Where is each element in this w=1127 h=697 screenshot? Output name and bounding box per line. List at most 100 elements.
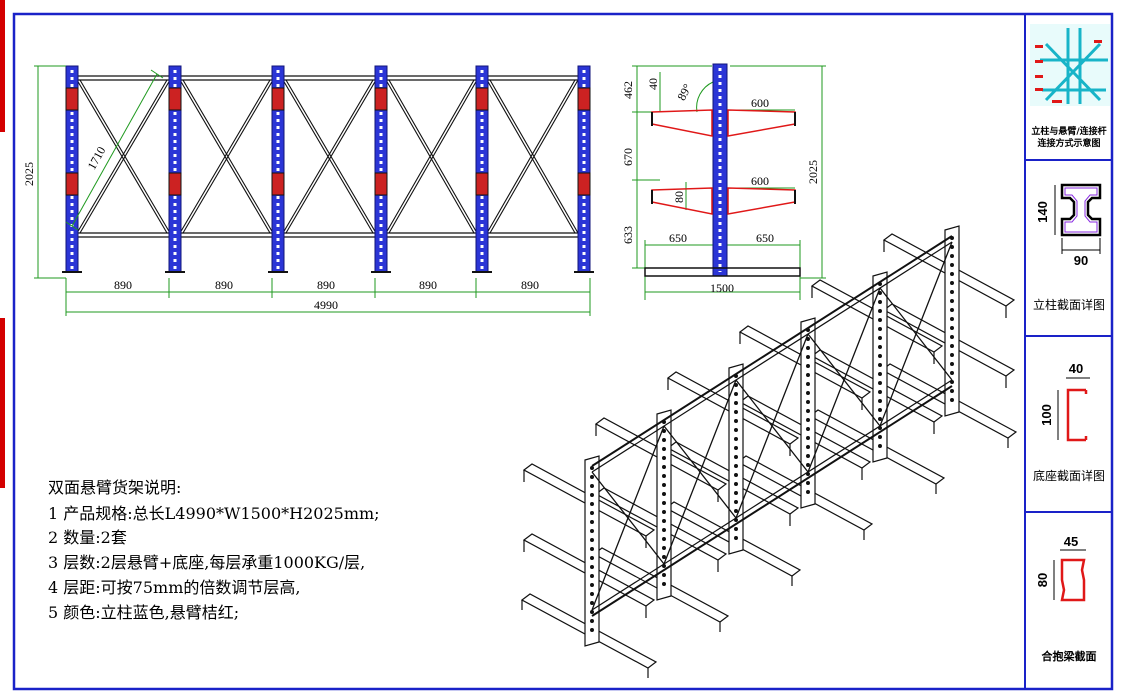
iso-upright-hole (949, 254, 954, 259)
iso-upright-hole (661, 456, 666, 461)
iso-upright-hole (733, 392, 738, 397)
iso-upright-hole (805, 454, 810, 459)
side-arm-upper (651, 109, 796, 137)
iso-upright-hole (733, 401, 738, 406)
iso-upright-hole (805, 355, 810, 360)
iso-upright-hole (733, 509, 738, 514)
iso-cross-brace (735, 333, 809, 519)
dim-top-gap: 462 (621, 81, 635, 99)
upright-6 (577, 65, 591, 273)
dim-bay-5: 890 (521, 278, 539, 292)
iso-upright-hole (877, 309, 882, 314)
iso-upright-hole (589, 493, 594, 498)
dim-bay-3: 890 (317, 278, 335, 292)
iso-upright-hole (661, 474, 666, 479)
iso-upright-hole (733, 526, 738, 531)
iso-upright-hole (805, 436, 810, 441)
iso-upright-hole (589, 484, 594, 489)
iso-upright-hole (589, 466, 594, 471)
iso-upright-hole (589, 528, 594, 533)
iso-upright-hole (949, 371, 954, 376)
iso-upright-hole (661, 483, 666, 488)
note-line-5: 5 颜色:立柱蓝色,悬臂桔红; (48, 603, 240, 622)
iso-upright-hole (949, 362, 954, 367)
dim-bay-1: 890 (114, 278, 132, 292)
brace-section-drawing (1053, 549, 1086, 602)
iso-upright-hole (877, 300, 882, 305)
upright-section-height: 140 (1035, 201, 1050, 223)
iso-upright-hole (805, 409, 810, 414)
iso-upright-hole (805, 364, 810, 369)
iso-upright-hole (877, 363, 882, 368)
iso-upright-hole (661, 572, 666, 577)
upright-4 (374, 65, 388, 273)
iso-upright-hole (805, 373, 810, 378)
dim-angle: 89° (674, 81, 694, 103)
iso-upright-hole (733, 410, 738, 415)
side-upright (712, 63, 728, 277)
base-section-width: 40 (1069, 361, 1083, 376)
iso-bottom-beam-edge (591, 379, 953, 611)
iso-upright-hole (877, 327, 882, 332)
brace-section-width: 45 (1064, 534, 1078, 549)
iso-upright-hole (589, 511, 594, 516)
iso-upright-hole (733, 455, 738, 460)
connection-caption-line-1: 立柱与悬臂/连接杆 (1031, 127, 1107, 137)
base-section-caption: 底座截面详图 (1032, 469, 1105, 483)
upright-2 (168, 65, 182, 273)
connection-detail (1030, 24, 1110, 106)
upright-section-drawing (1054, 183, 1102, 254)
isometric-view (520, 225, 1018, 678)
front-dimension-lines (34, 65, 591, 316)
iso-upright-hole (877, 435, 882, 440)
note-line-2: 2 数量:2套 (48, 528, 127, 547)
dim-front-height: 2025 (22, 162, 36, 186)
iso-upright-hole (877, 399, 882, 404)
iso-upright-hole (805, 427, 810, 432)
iso-cross-brace (663, 379, 737, 565)
iso-upright-hole (805, 463, 810, 468)
dim-bay-4: 890 (419, 278, 437, 292)
iso-upright-hole (733, 473, 738, 478)
iso-upright-hole (733, 535, 738, 540)
iso-upright-hole (589, 475, 594, 480)
iso-upright-hole (661, 527, 666, 532)
iso-cross-brace (807, 287, 881, 473)
iso-upright-hole (877, 372, 882, 377)
iso-upright-hole (949, 299, 954, 304)
iso-upright-hole (589, 502, 594, 507)
iso-upright-hole (949, 335, 954, 340)
iso-upright-hole (589, 519, 594, 524)
iso-upright-hole (949, 353, 954, 358)
iso-upright-hole (589, 618, 594, 623)
iso-bottom-beam (591, 385, 953, 617)
iso-upright-hole (733, 437, 738, 442)
iso-upright-hole (805, 382, 810, 387)
iso-upright-hole (589, 582, 594, 587)
base-section-drawing (1057, 377, 1090, 442)
iso-upright-hole (661, 554, 666, 559)
iso-upright-hole (877, 417, 882, 422)
iso-upright-hole (589, 564, 594, 569)
upright-section-caption: 立柱截面详图 (1032, 298, 1105, 312)
iso-upright-hole (661, 438, 666, 443)
note-line-1: 1 产品规格:总长L4990*W1500*H2025mm; (48, 504, 380, 523)
sheet-border (12, 12, 1114, 691)
iso-upright-hole (877, 318, 882, 323)
left-edge-marker-bottom (0, 318, 5, 488)
dim-base-left: 650 (669, 231, 687, 245)
iso-upright-hole (733, 446, 738, 451)
iso-upright-hole (805, 418, 810, 423)
iso-upright-hole (589, 627, 594, 632)
iso-upright-hole (877, 390, 882, 395)
brace-section-caption: 合抱梁截面 (1041, 650, 1097, 663)
brace-section-height: 80 (1035, 573, 1050, 587)
iso-upright-hole (589, 591, 594, 596)
iso-upright-hole (733, 428, 738, 433)
dim-base-right: 650 (756, 231, 774, 245)
iso-top-beam (591, 235, 953, 467)
iso-upright-hole (949, 389, 954, 394)
iso-upright-hole (589, 573, 594, 578)
iso-upright-hole (949, 326, 954, 331)
